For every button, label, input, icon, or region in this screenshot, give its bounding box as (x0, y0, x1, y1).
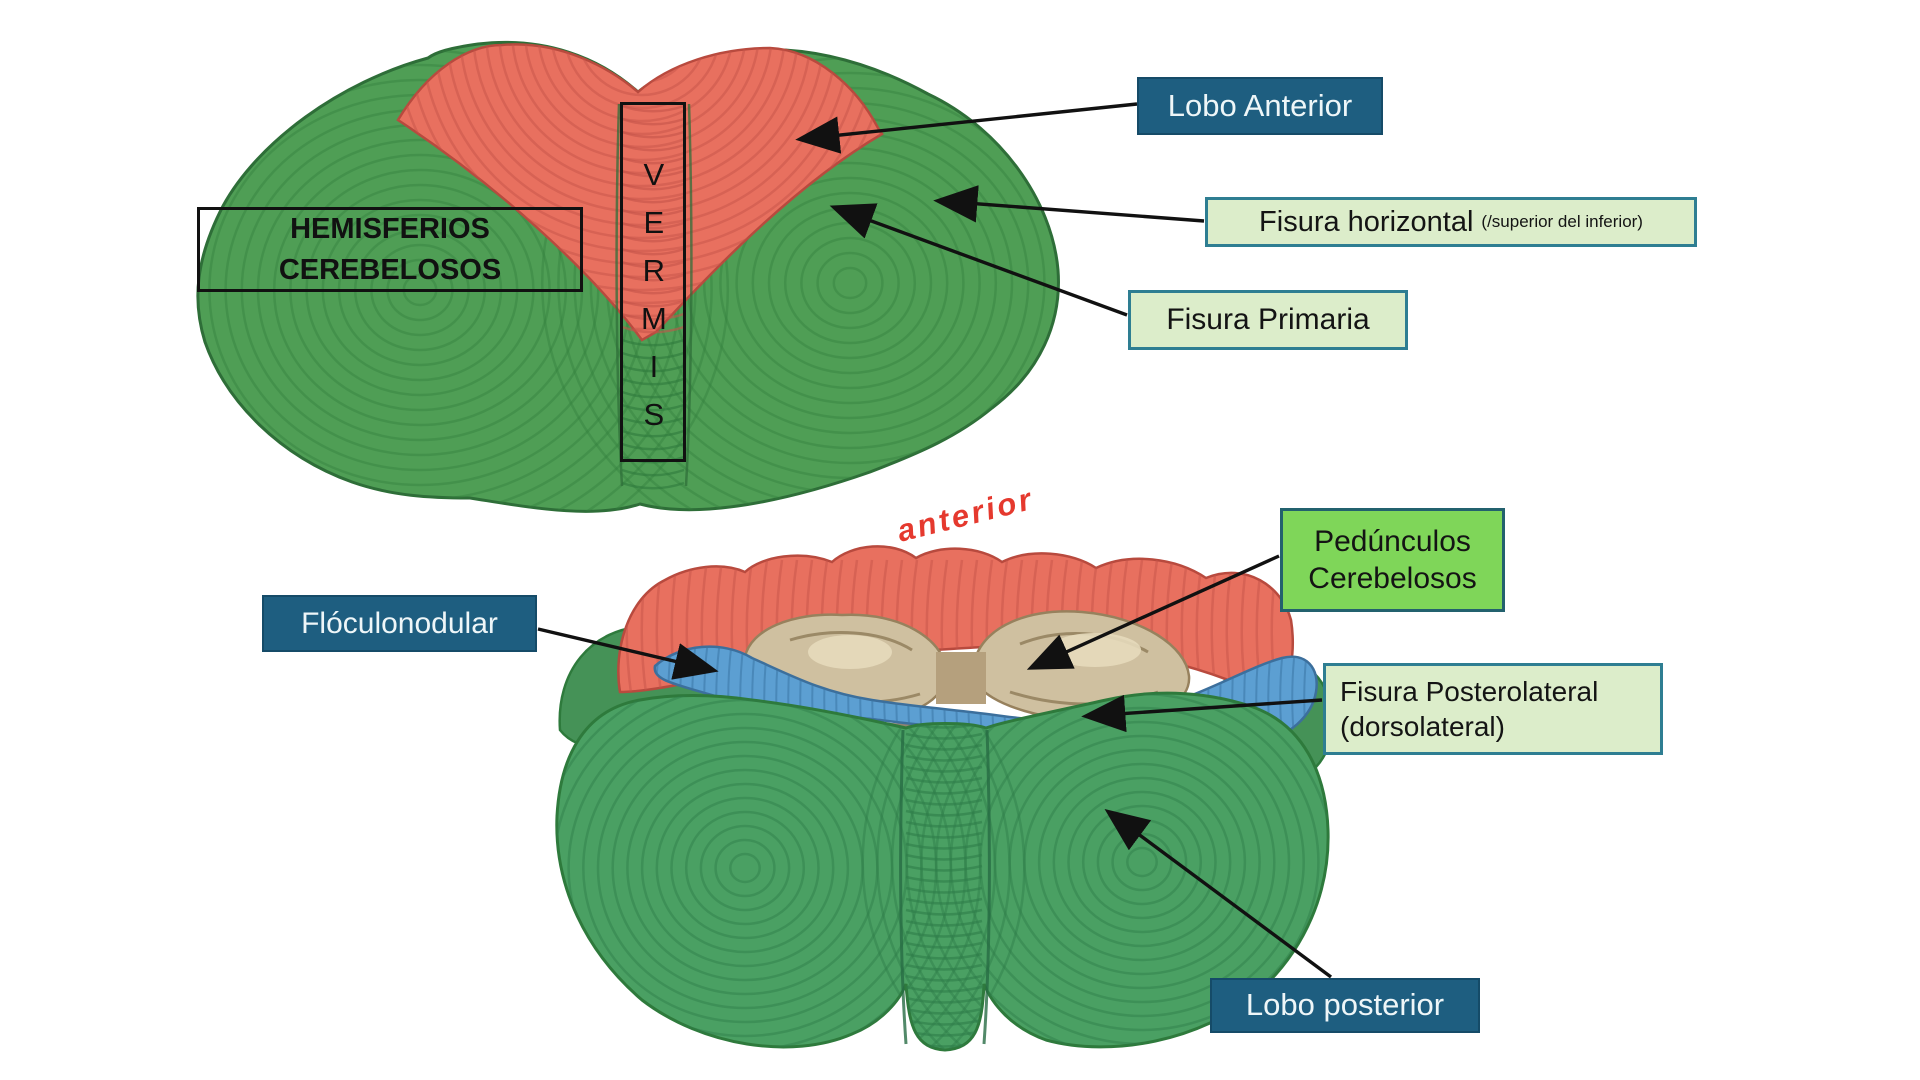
label-fisura-posterolateral: Fisura Posterolateral (dorsolateral) (1323, 663, 1663, 755)
arrow-lobo-posterior (1104, 808, 1333, 979)
lobo-anterior-text: Lobo Anterior (1167, 87, 1353, 123)
cerebellum-inferior-illustration (555, 545, 1334, 1052)
vermis-right-groove (684, 103, 693, 487)
fisura-posterolateral-line2: (dorsolateral) (1340, 711, 1505, 742)
fisura-primaria-text: Fisura Primaria (1166, 303, 1370, 337)
label-fisura-primaria: Fisura Primaria (1128, 290, 1408, 350)
vermis-column (621, 104, 685, 490)
label-floculonodular: Flóculonodular (262, 595, 537, 652)
annotation-arrows (537, 102, 1333, 979)
pedunculos-line1: Pedúnculos (1314, 524, 1471, 558)
arrow-pedunculos (1026, 554, 1280, 670)
lobo-posterior-text: Lobo posterior (1245, 987, 1445, 1023)
arrow-floculonodular (537, 627, 719, 680)
label-pedunculos-cerebelosos: Pedúnculos Cerebelosos (1280, 508, 1505, 612)
label-vermis: VERMIS (620, 102, 686, 462)
pedunculos-line2: Cerebelosos (1308, 562, 1477, 595)
arrow-fisura-horizontal (933, 185, 1205, 223)
label-fisura-horizontal: Fisura horizontal (/superior del inferio… (1205, 197, 1697, 247)
hemisferios-line2: CEREBELOSOS (278, 253, 502, 286)
vermis-text: VERMIS (636, 157, 672, 445)
label-lobo-posterior: Lobo posterior (1210, 978, 1480, 1033)
vermis-left-groove (615, 103, 624, 487)
label-hemisferios-cerebelosos: HEMISFERIOS CEREBELOSOS (197, 207, 583, 292)
label-lobo-anterior: Lobo Anterior (1137, 77, 1383, 135)
arrow-fisura-posterolateral (1081, 694, 1323, 733)
fisura-posterolateral-line1: Fisura Posterolateral (1340, 676, 1599, 707)
arrow-fisura-primaria (829, 203, 1128, 317)
hemisferios-line1: HEMISFERIOS (290, 213, 490, 246)
inferior-vermis-column (905, 710, 983, 1048)
floculonodular-text: Flóculonodular (301, 606, 498, 640)
fisura-horizontal-text: Fisura horizontal (1259, 205, 1474, 238)
arrow-lobo-anterior (795, 102, 1138, 154)
fisura-horizontal-note: (/superior del inferior) (1481, 212, 1643, 232)
